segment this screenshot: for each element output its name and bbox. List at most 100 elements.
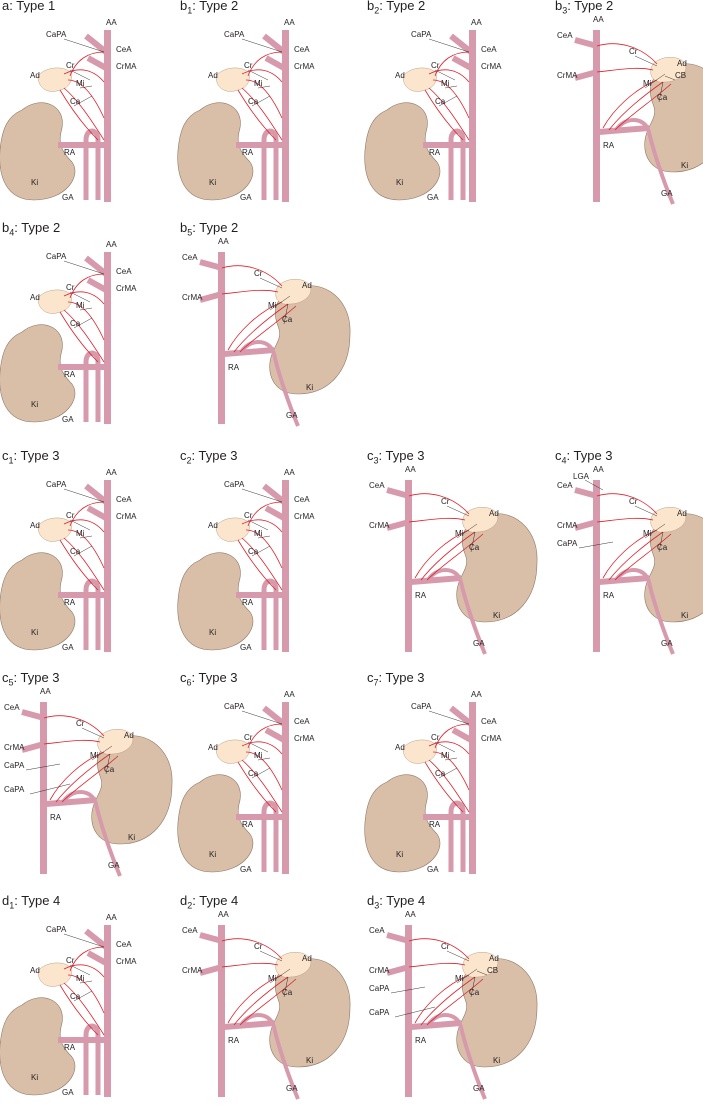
cranial-mesenteric-artery [86,277,108,293]
label-aa: AA [106,240,117,249]
celiac-artery [84,33,108,55]
label-mi: Mi [90,751,99,760]
adrenal-gland [650,507,687,533]
leader-line-mi [644,73,666,89]
adrenal-artery-branch [434,723,470,749]
abdominal-aorta [282,702,289,874]
label-cb: CB [487,966,498,975]
renal-artery [410,1020,462,1030]
adrenal-artery-branch [614,83,672,131]
abdominal-aorta [282,480,289,652]
renal-artery [45,797,97,807]
label-ki: Ki [306,383,313,392]
label-ad: Ad [395,71,405,80]
label-ca: Ca [70,319,81,328]
abdominal-aorta [405,480,412,652]
panel-letter: c [2,448,9,463]
leader-line-capa [63,933,105,948]
adrenal-artery-branch [428,759,470,813]
label-cea: CeA [481,717,497,726]
adrenal-artery-branch [426,978,484,1026]
label-ga: GA [240,643,252,652]
label-cr: Cr [244,61,253,70]
label-crma: CrMA [116,957,137,966]
kidney [91,735,173,845]
label-crma: CrMA [481,734,502,743]
gonadal-artery [83,350,101,422]
label-ki: Ki [31,1073,38,1082]
panel-subscript: 6 [186,677,192,688]
label-ca: Ca [469,988,480,997]
cranial-mesenteric-artery [86,505,108,521]
label-capa: CaPA [224,702,245,711]
adrenal-artery-branch [245,751,283,791]
adrenal-gland [215,67,250,92]
panel-type: Type 2 [199,220,239,235]
leader-line-ca [73,545,93,557]
adrenal-artery-branch [602,79,658,129]
celiac-artery [574,487,598,499]
label-ki: Ki [396,178,403,187]
label-cr: Cr [254,942,263,951]
panel-subscript: 3 [373,455,379,466]
leader-line-mi [644,523,666,539]
leader-line-capa [578,541,614,549]
panel-subscript: 3 [374,900,380,911]
leader-line-mi [444,85,458,89]
celiac-artery [262,483,286,505]
label-ad: Ad [489,509,499,518]
leader-line-ca [251,767,271,779]
panel-title: b1: Type 2 [180,0,239,16]
leader-line-cr [81,727,105,739]
leader-line-mi [257,535,271,539]
panel-title: c5: Type 3 [2,670,60,688]
panel-type: Type 3 [573,448,613,463]
adrenal-artery-branch [63,309,105,363]
panel-letter: b [555,0,563,13]
panel-letter: b [2,220,10,235]
renal-artery [598,575,650,585]
label-ga: GA [62,415,74,424]
adrenal-gland [97,729,134,755]
panel-subscript: 1 [8,455,14,466]
label-mi: Mi [643,79,652,88]
adrenal-artery-branch [59,311,99,363]
label-cr: Cr [431,61,440,70]
leader-line-ca [73,317,93,329]
label-mi: Mi [76,974,85,983]
kidney [644,63,703,173]
leader-line-cr [69,519,91,531]
adrenal-gland [215,739,250,764]
label-cr: Cr [441,942,450,951]
adrenal-artery-branch [428,69,470,83]
leader-line-ca [658,81,664,103]
adrenal-gland [275,279,312,305]
leader-line-mi [91,745,113,761]
label-mi: Mi [76,301,85,310]
label-crma: CrMA [182,293,203,302]
abdominal-aorta [282,30,289,202]
label-capa: CaPA [224,480,245,489]
adrenal-artery-branch [596,67,654,73]
gonadal-artery [613,568,675,655]
label-aa: AA [106,18,117,27]
label-ki: Ki [31,400,38,409]
label-ra: RA [228,363,240,372]
label-aa: AA [593,15,604,24]
leader-line-ca [470,976,476,998]
label-aa: AA [471,690,482,699]
leader-line-capa2 [29,783,71,795]
adrenal-artery-branch [69,946,105,972]
adrenal-artery-branch [241,69,283,83]
adrenal-artery-branch [245,79,283,119]
abdominal-aorta [104,480,111,652]
label-lga: LGA [573,472,590,481]
leader-line-cr [247,741,269,753]
adrenal-artery-branch [59,539,99,591]
